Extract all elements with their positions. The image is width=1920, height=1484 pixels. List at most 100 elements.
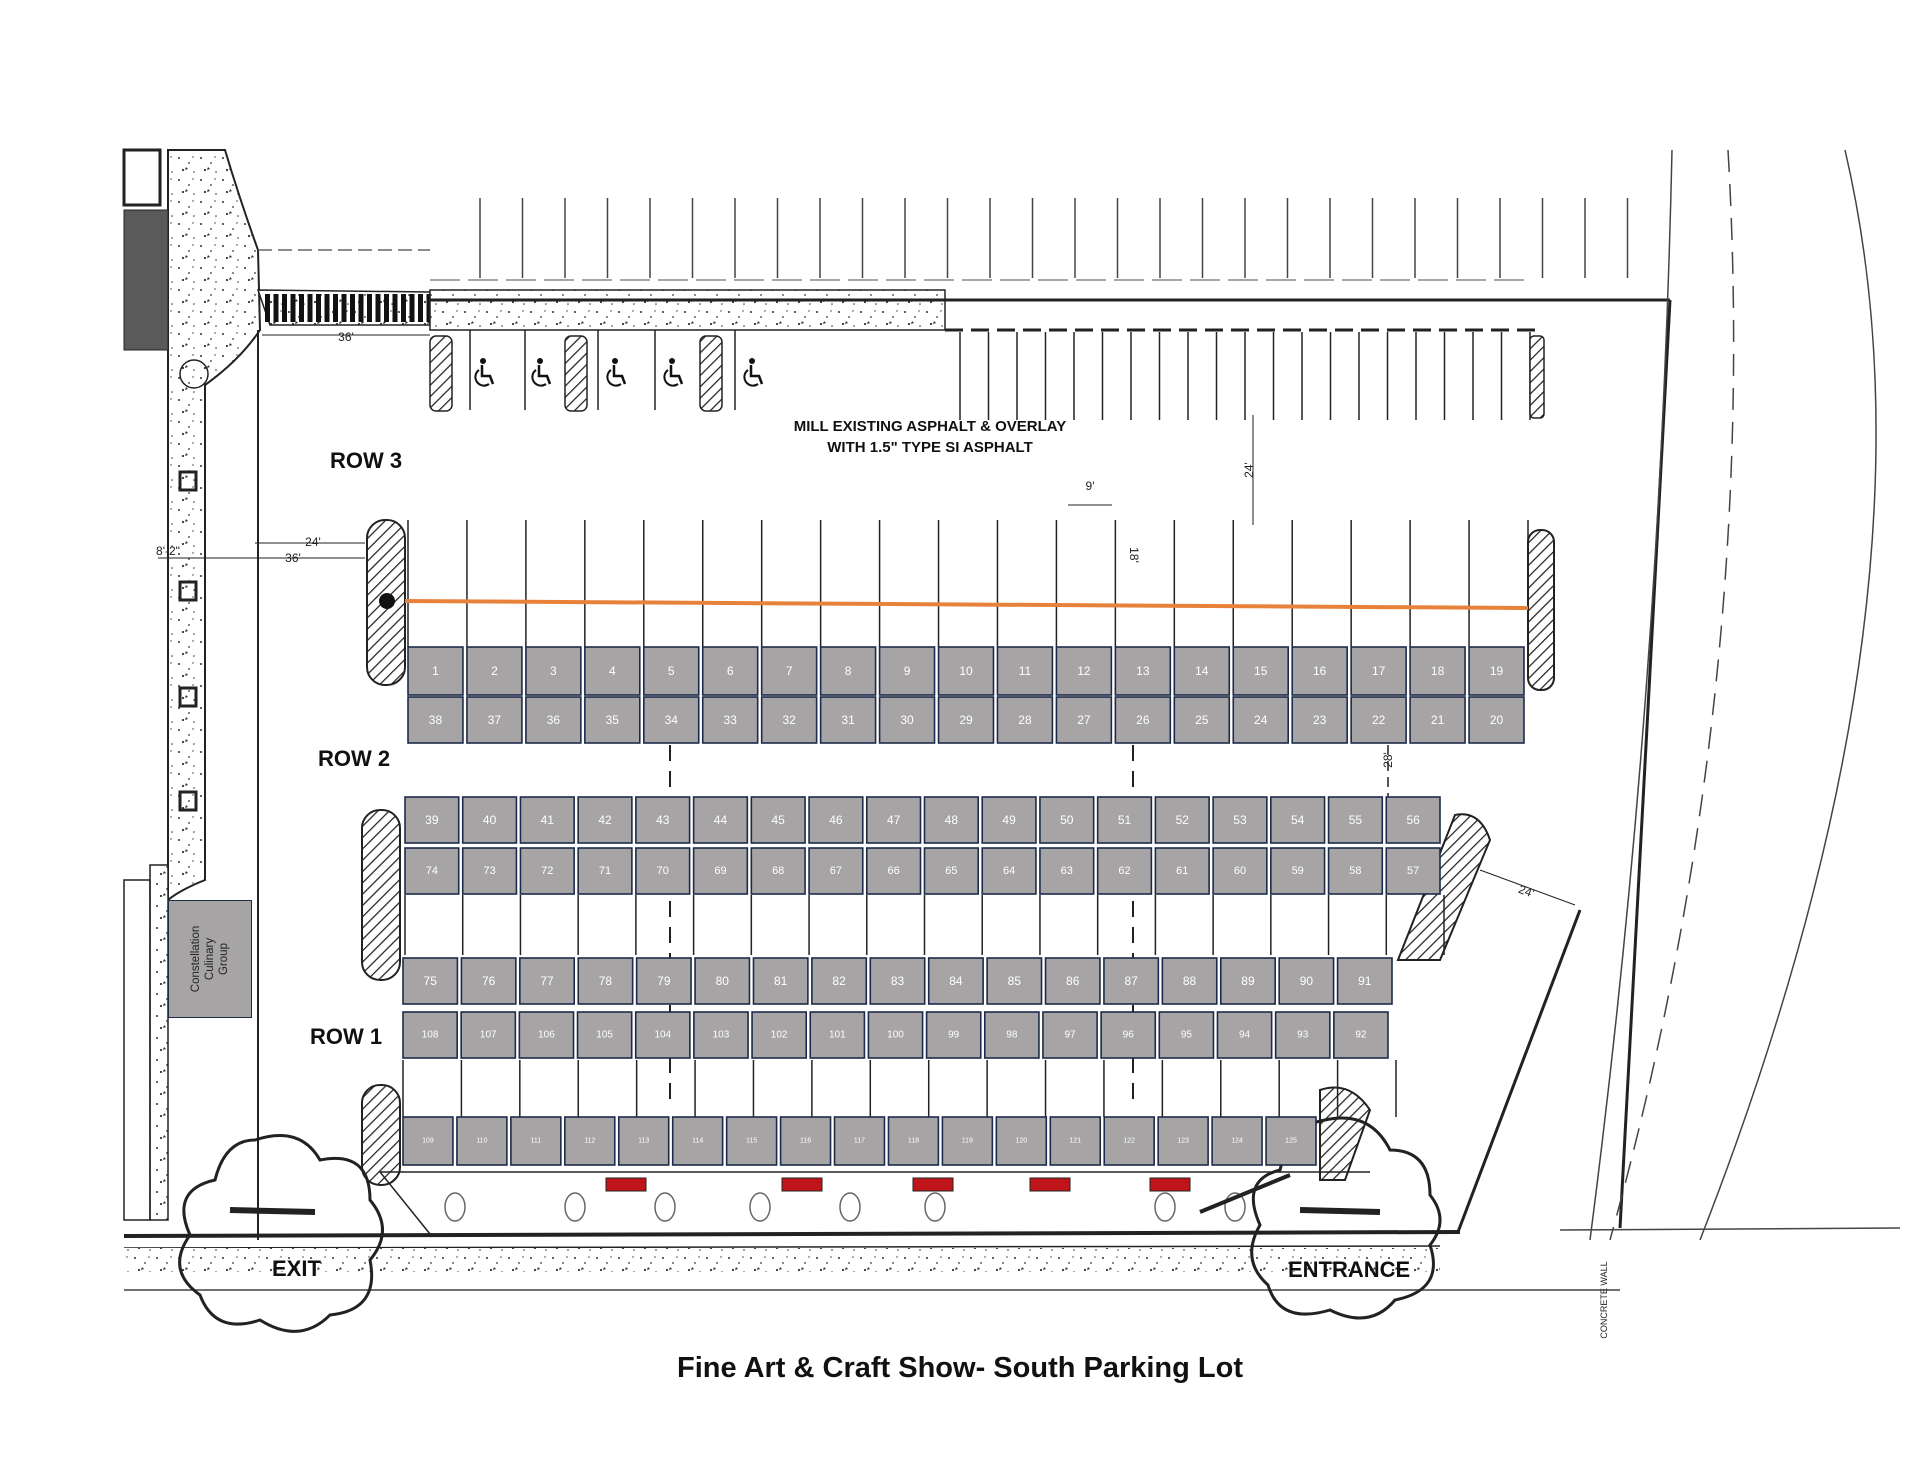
booth-46[interactable]: 46 — [808, 796, 864, 844]
booth-115[interactable]: 115 — [725, 1116, 778, 1166]
booth-87[interactable]: 87 — [1103, 957, 1160, 1005]
booth-121[interactable]: 121 — [1049, 1116, 1102, 1166]
booth-27[interactable]: 27 — [1055, 696, 1113, 744]
booth-44[interactable]: 44 — [692, 796, 749, 844]
booth-13[interactable]: 13 — [1114, 646, 1172, 696]
booth-47[interactable]: 47 — [865, 796, 922, 844]
booth-123[interactable]: 123 — [1157, 1116, 1209, 1166]
booth-77[interactable]: 77 — [519, 957, 576, 1005]
booth-17[interactable]: 17 — [1350, 646, 1407, 696]
booth-95[interactable]: 95 — [1158, 1011, 1215, 1059]
booth-125[interactable]: 125 — [1265, 1116, 1317, 1166]
booth-6[interactable]: 6 — [701, 646, 759, 696]
booth-81[interactable]: 81 — [752, 957, 809, 1005]
booth-80[interactable]: 80 — [694, 957, 751, 1005]
booth-105[interactable]: 105 — [576, 1011, 633, 1059]
booth-101[interactable]: 101 — [809, 1011, 866, 1059]
booth-116[interactable]: 116 — [779, 1116, 832, 1166]
booth-50[interactable]: 50 — [1039, 796, 1095, 844]
booth-21[interactable]: 21 — [1409, 696, 1466, 744]
booth-90[interactable]: 90 — [1278, 957, 1335, 1005]
booth-93[interactable]: 93 — [1274, 1011, 1331, 1059]
booth-33[interactable]: 33 — [701, 696, 759, 744]
booth-112[interactable]: 112 — [564, 1116, 616, 1166]
booth-74[interactable]: 74 — [404, 847, 460, 895]
booth-106[interactable]: 106 — [518, 1011, 575, 1059]
booth-36[interactable]: 36 — [525, 696, 582, 744]
booth-94[interactable]: 94 — [1216, 1011, 1273, 1059]
booth-20[interactable]: 20 — [1468, 696, 1525, 744]
booth-63[interactable]: 63 — [1039, 847, 1095, 895]
booth-16[interactable]: 16 — [1291, 646, 1348, 696]
booth-119[interactable]: 119 — [941, 1116, 994, 1166]
booth-14[interactable]: 14 — [1173, 646, 1231, 696]
booth-8[interactable]: 8 — [819, 646, 877, 696]
booth-99[interactable]: 99 — [925, 1011, 982, 1059]
booth-76[interactable]: 76 — [460, 957, 517, 1005]
booth-11[interactable]: 11 — [996, 646, 1054, 696]
booth-70[interactable]: 70 — [635, 847, 691, 895]
booth-23[interactable]: 23 — [1291, 696, 1348, 744]
booth-104[interactable]: 104 — [634, 1011, 691, 1059]
booth-107[interactable]: 107 — [460, 1011, 517, 1059]
booth-113[interactable]: 113 — [617, 1116, 670, 1166]
booth-117[interactable]: 117 — [833, 1116, 886, 1166]
booth-85[interactable]: 85 — [986, 957, 1043, 1005]
booth-22[interactable]: 22 — [1350, 696, 1407, 744]
booth-40[interactable]: 40 — [461, 796, 518, 844]
booth-12[interactable]: 12 — [1055, 646, 1113, 696]
booth-64[interactable]: 64 — [981, 847, 1037, 895]
booth-79[interactable]: 79 — [635, 957, 692, 1005]
booth-73[interactable]: 73 — [461, 847, 518, 895]
booth-56[interactable]: 56 — [1385, 796, 1441, 844]
booth-37[interactable]: 37 — [466, 696, 523, 744]
booth-24[interactable]: 24 — [1232, 696, 1290, 744]
booth-82[interactable]: 82 — [811, 957, 868, 1005]
booth-7[interactable]: 7 — [760, 646, 818, 696]
booth-69[interactable]: 69 — [692, 847, 749, 895]
booth-29[interactable]: 29 — [937, 696, 995, 744]
booth-108[interactable]: 108 — [402, 1011, 458, 1059]
booth-98[interactable]: 98 — [983, 1011, 1040, 1059]
booth-89[interactable]: 89 — [1219, 957, 1276, 1005]
booth-2[interactable]: 2 — [466, 646, 523, 696]
booth-65[interactable]: 65 — [923, 847, 980, 895]
booth-51[interactable]: 51 — [1096, 796, 1153, 844]
booth-68[interactable]: 68 — [750, 847, 806, 895]
booth-54[interactable]: 54 — [1270, 796, 1326, 844]
booth-114[interactable]: 114 — [671, 1116, 724, 1166]
booth-5[interactable]: 5 — [642, 646, 700, 696]
booth-28[interactable]: 28 — [996, 696, 1054, 744]
booth-62[interactable]: 62 — [1096, 847, 1153, 895]
booth-41[interactable]: 41 — [519, 796, 575, 844]
booth-97[interactable]: 97 — [1042, 1011, 1098, 1059]
booth-110[interactable]: 110 — [456, 1116, 508, 1166]
booth-1[interactable]: 1 — [407, 646, 464, 696]
booth-39[interactable]: 39 — [404, 796, 460, 844]
booth-35[interactable]: 35 — [584, 696, 641, 744]
booth-32[interactable]: 32 — [760, 696, 818, 744]
booth-71[interactable]: 71 — [577, 847, 633, 895]
booth-4[interactable]: 4 — [584, 646, 641, 696]
booth-53[interactable]: 53 — [1212, 796, 1268, 844]
booth-19[interactable]: 19 — [1468, 646, 1525, 696]
booth-120[interactable]: 120 — [995, 1116, 1048, 1166]
booth-124[interactable]: 124 — [1211, 1116, 1263, 1166]
booth-30[interactable]: 30 — [878, 696, 936, 744]
booth-18[interactable]: 18 — [1409, 646, 1466, 696]
booth-57[interactable]: 57 — [1385, 847, 1441, 895]
booth-25[interactable]: 25 — [1173, 696, 1231, 744]
booth-72[interactable]: 72 — [519, 847, 575, 895]
booth-88[interactable]: 88 — [1161, 957, 1218, 1005]
booth-38[interactable]: 38 — [407, 696, 464, 744]
booth-59[interactable]: 59 — [1270, 847, 1326, 895]
booth-100[interactable]: 100 — [867, 1011, 924, 1059]
booth-111[interactable]: 111 — [510, 1116, 562, 1166]
booth-55[interactable]: 55 — [1327, 796, 1384, 844]
booth-83[interactable]: 83 — [869, 957, 926, 1005]
booth-45[interactable]: 45 — [750, 796, 806, 844]
booth-9[interactable]: 9 — [878, 646, 936, 696]
booth-66[interactable]: 66 — [865, 847, 922, 895]
booth-61[interactable]: 61 — [1154, 847, 1210, 895]
booth-34[interactable]: 34 — [642, 696, 700, 744]
